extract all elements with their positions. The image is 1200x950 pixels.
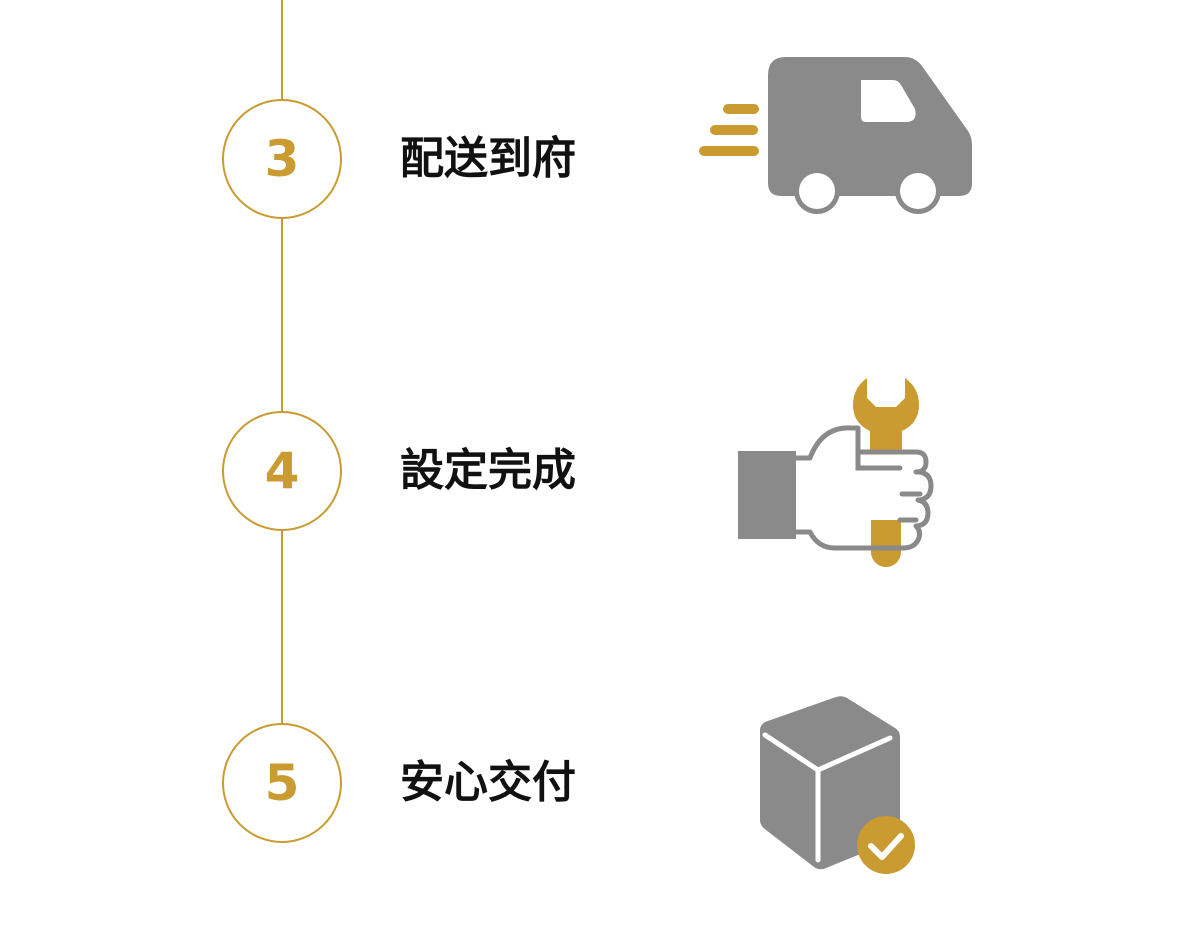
step-label: 設定完成 [400,445,576,496]
delivery-truck-icon [699,57,972,214]
step-3: 3 配送到府 [0,99,1200,229]
step-number: 4 [264,442,300,500]
step-4: 4 設定完成 [0,411,1200,541]
step-5: 5 安心交付 [0,723,1200,853]
step-number-circle: 3 [222,99,342,219]
step-number-circle: 5 [222,723,342,843]
box-check-icon [760,696,915,874]
hand-wrench-icon [738,378,934,567]
step-number-circle: 4 [222,411,342,531]
timeline-line [281,0,283,725]
step-number: 5 [264,754,300,812]
step-label: 安心交付 [400,757,576,808]
step-number: 3 [264,130,300,188]
step-label: 配送到府 [400,133,576,184]
